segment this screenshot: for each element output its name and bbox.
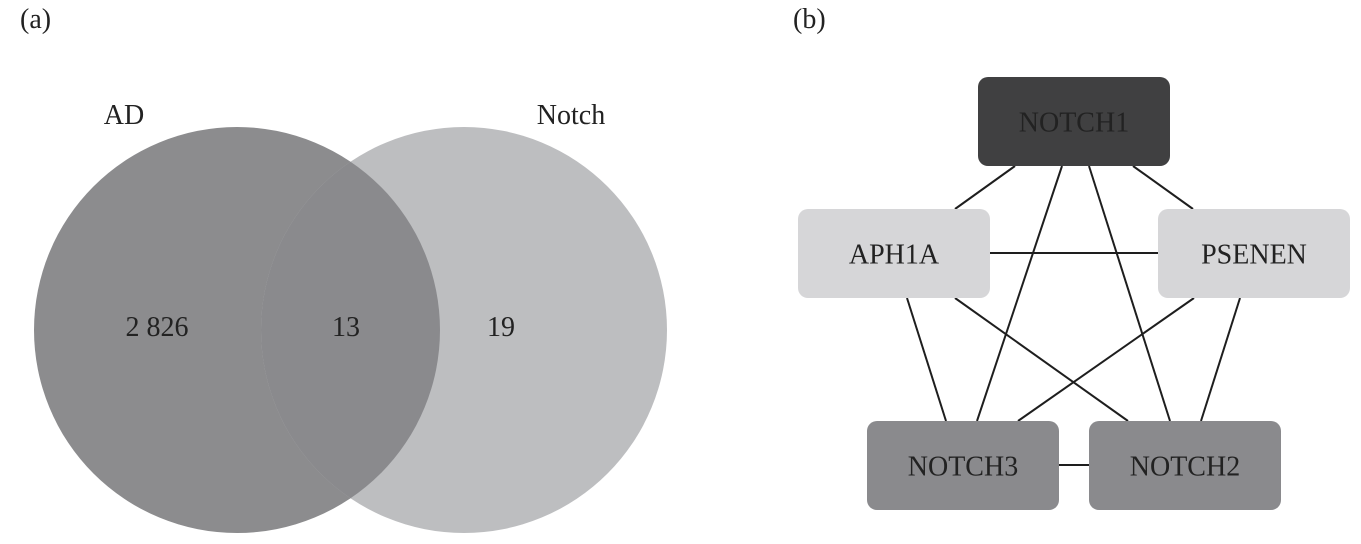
node-box-notch2	[1089, 421, 1281, 510]
panel-b-label: (b)	[793, 4, 826, 35]
edge-psenen-notch2	[1200, 297, 1241, 422]
edge-notch1-notch3	[976, 165, 1063, 422]
node-notch2: NOTCH2	[1089, 421, 1281, 510]
venn-intersection	[261, 127, 440, 533]
node-notch1: NOTCH1	[978, 77, 1170, 166]
edge-notch1-notch2	[1088, 165, 1171, 422]
venn-count-notch-only: 19	[487, 312, 515, 343]
panel-a-label: (a)	[20, 4, 52, 35]
edge-notch1-psenen	[1132, 165, 1194, 210]
node-label-notch2: NOTCH2	[1130, 452, 1240, 483]
node-label-psenen: PSENEN	[1201, 240, 1307, 271]
node-psenen: PSENEN	[1158, 209, 1350, 298]
node-label-aph1a: APH1A	[849, 240, 940, 271]
node-box-psenen	[1158, 209, 1350, 298]
node-box-notch3	[867, 421, 1059, 510]
venn-count-intersection: 13	[332, 312, 360, 343]
edge-psenen-notch3	[1017, 297, 1195, 422]
network-edges	[906, 165, 1241, 466]
node-label-notch1: NOTCH1	[1019, 108, 1129, 139]
node-label-notch3: NOTCH3	[908, 452, 1018, 483]
venn-count-ad-only: 2 826	[126, 312, 189, 343]
node-box-aph1a	[798, 209, 990, 298]
node-aph1a: APH1A	[798, 209, 990, 298]
edge-aph1a-notch2	[954, 297, 1129, 422]
venn-label-ad: AD	[104, 100, 144, 131]
edge-notch1-aph1a	[954, 165, 1016, 210]
venn-label-notch: Notch	[537, 100, 605, 131]
venn-diagram: AD Notch 2 826 13 19	[34, 100, 667, 533]
node-notch3: NOTCH3	[867, 421, 1059, 510]
edge-aph1a-notch3	[906, 297, 947, 422]
node-box-notch1	[978, 77, 1170, 166]
